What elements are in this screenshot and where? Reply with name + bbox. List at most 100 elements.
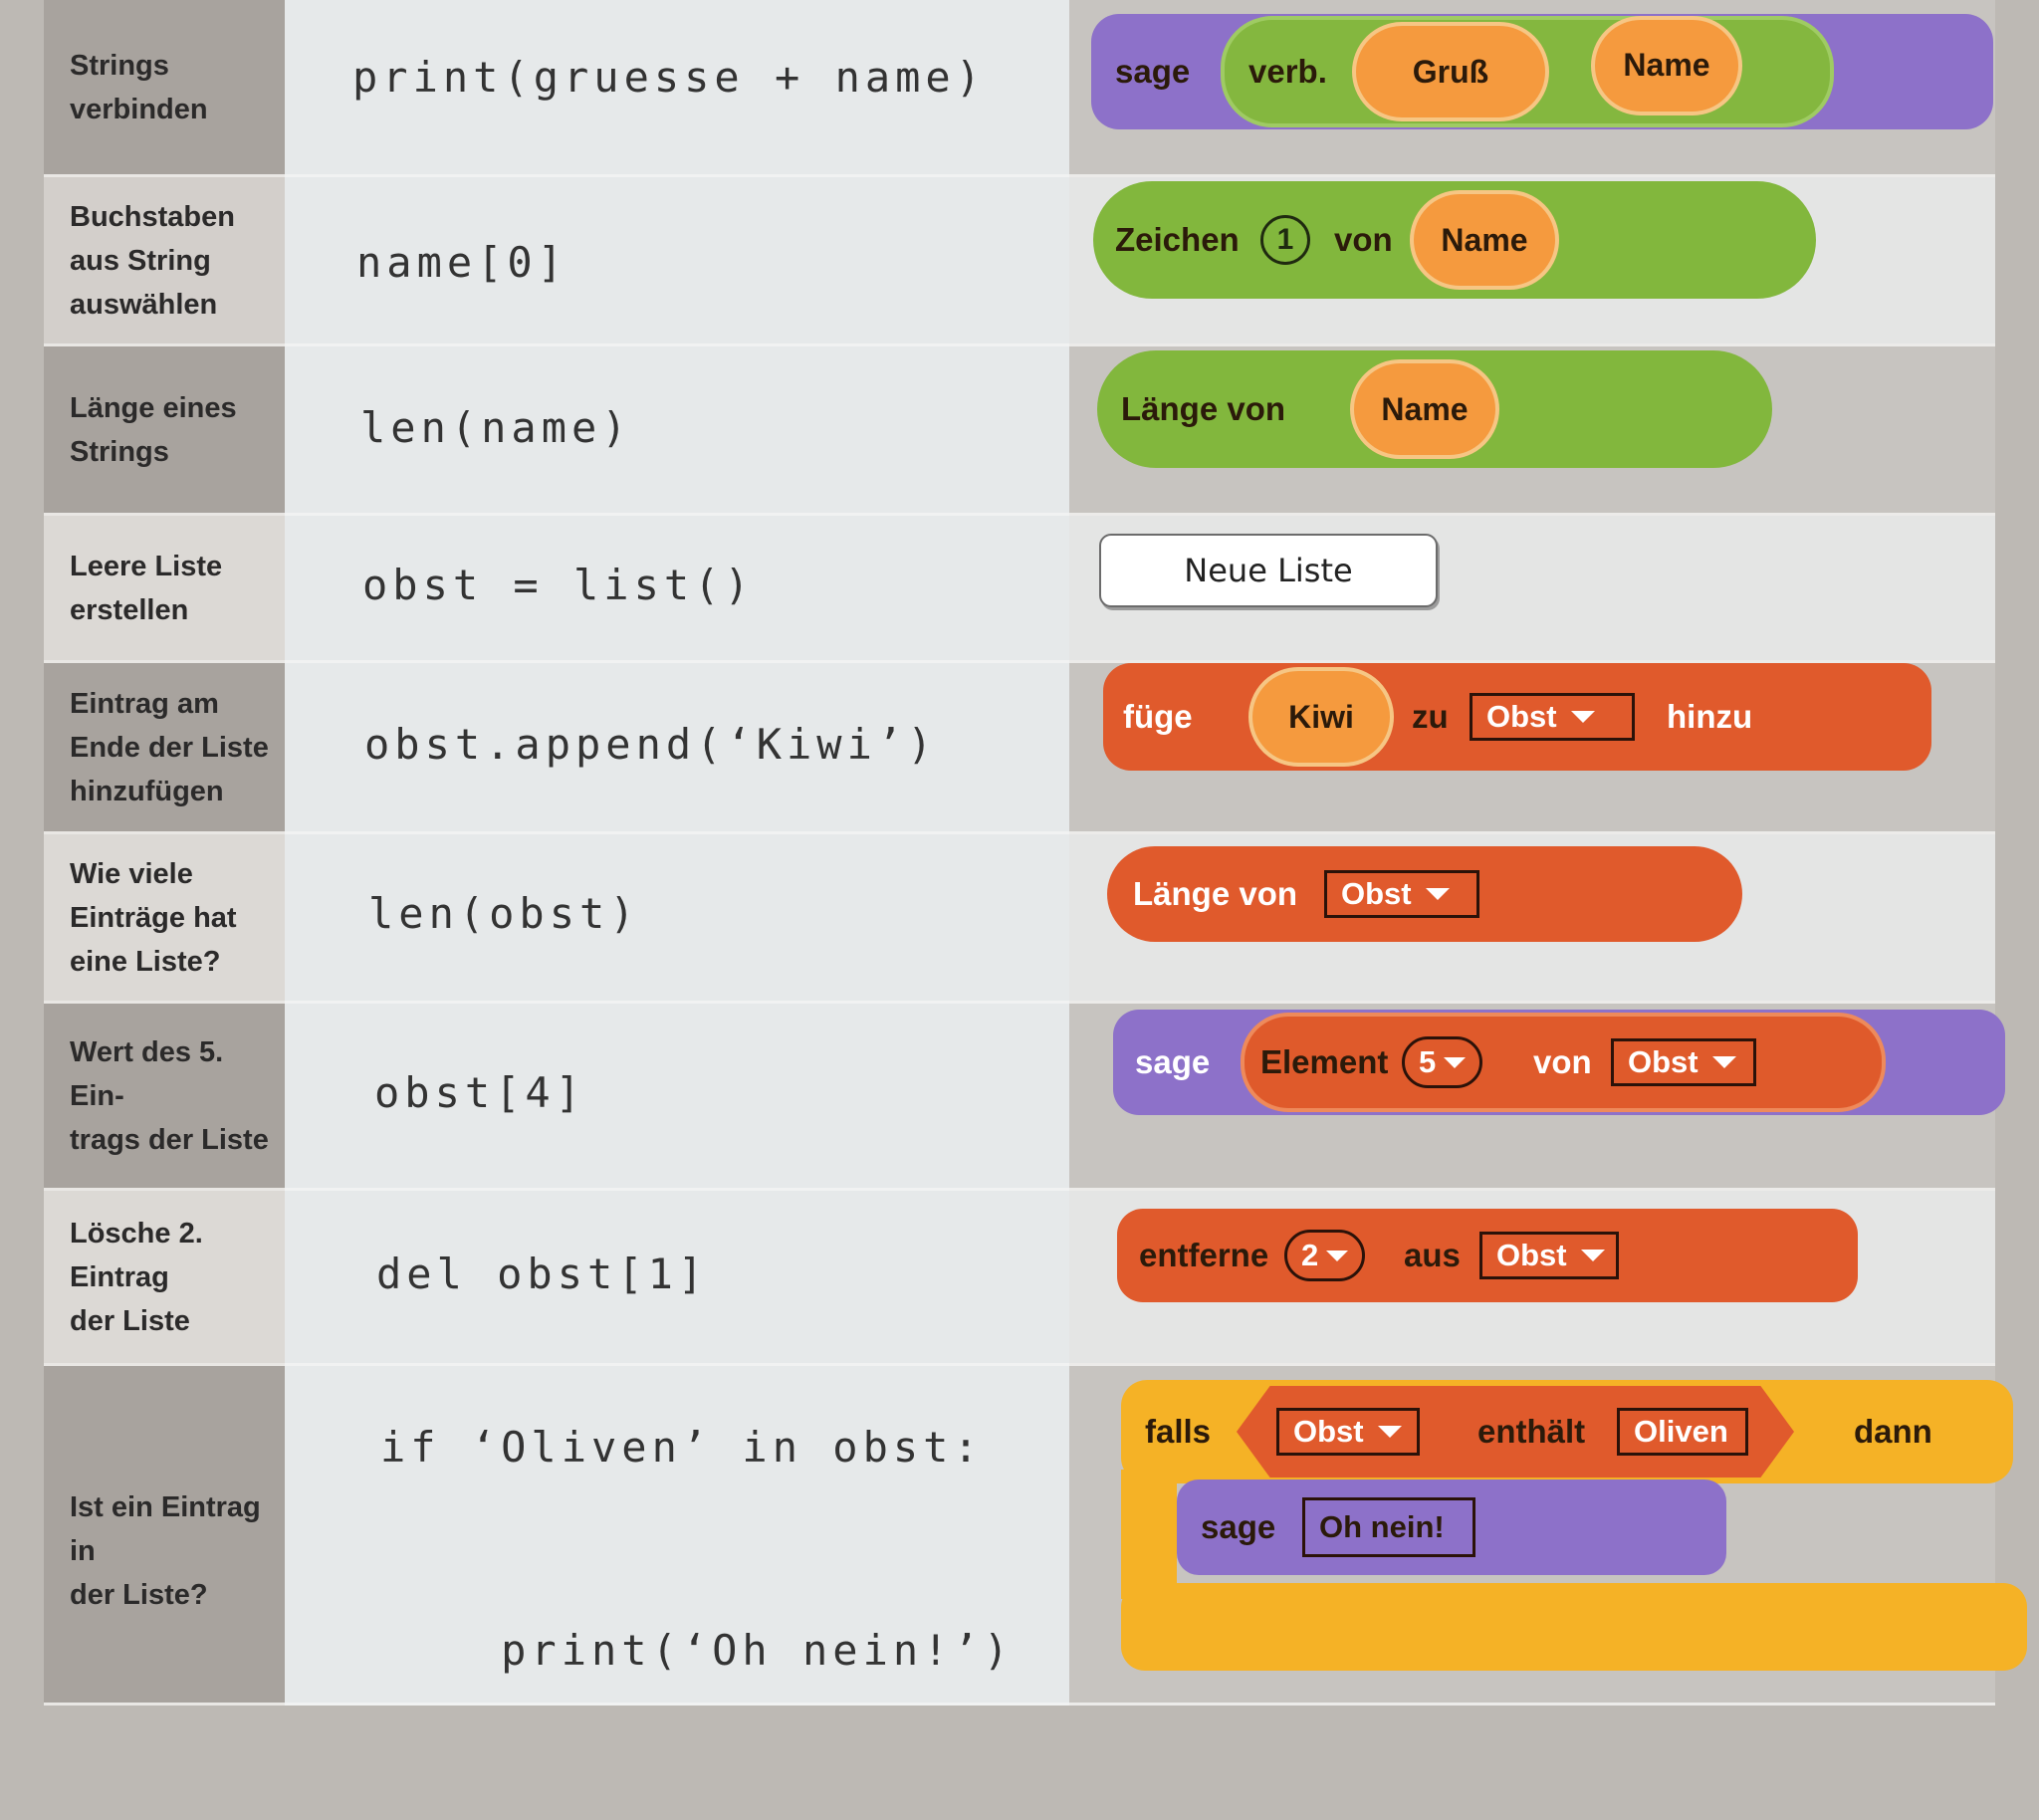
join-block[interactable]: verb. Gruß Name	[1221, 15, 1834, 127]
python-code: obst.append(‘Kiwi’)	[364, 720, 938, 769]
index-dropdown[interactable]: 5	[1402, 1036, 1483, 1088]
python-cell: obst = list()	[285, 516, 1069, 663]
length-of-block[interactable]: Länge von Name	[1097, 350, 1772, 468]
item-input[interactable]: Kiwi	[1248, 667, 1394, 767]
scratch-cell: Zeichen 1 von Name	[1069, 177, 1995, 346]
python-code: obst[4]	[374, 1068, 586, 1117]
python-cell: len(name)	[285, 346, 1069, 516]
if-label: falls	[1145, 1413, 1212, 1450]
scratch-cell: füge Kiwi zu Obst hinzu	[1069, 663, 1995, 834]
python-code: print(gruesse + name)	[352, 53, 987, 102]
scratch-cell: Neue Liste	[1069, 516, 1995, 663]
say-label: sage	[1201, 1508, 1276, 1545]
python-code: name[0]	[356, 238, 568, 287]
of-label: von	[1334, 221, 1393, 258]
if-footer	[1121, 1583, 2027, 1671]
python-cell: len(obst)	[285, 834, 1069, 1004]
contains-block[interactable]: Obst enthält Oliven	[1237, 1386, 1794, 1478]
scratch-cell: Länge von Name	[1069, 346, 1995, 516]
description-cell: Wert des 5. Ein-trags der Liste	[44, 1004, 285, 1191]
say-block[interactable]: sage Element 5 von Obst	[1113, 1010, 2005, 1115]
say-label: sage	[1135, 1043, 1211, 1080]
dropdown-arrow-icon	[1711, 1056, 1736, 1068]
index-dropdown[interactable]: 2	[1284, 1230, 1366, 1281]
python-cell: name[0]	[285, 177, 1069, 346]
row-label: Wert des 5. Ein-trags der Liste	[70, 1035, 269, 1156]
scratch-cell: sage verb. Gruß Name	[1069, 0, 1995, 177]
say-label: sage	[1115, 53, 1191, 90]
length-label: Länge von	[1121, 390, 1286, 427]
add-label: füge	[1123, 698, 1193, 735]
name-reporter[interactable]: Name	[1410, 190, 1559, 290]
item-label: Element	[1260, 1043, 1389, 1080]
join-label: verb.	[1248, 53, 1327, 90]
python-cell: obst.append(‘Kiwi’)	[285, 663, 1069, 834]
table-row: Wert des 5. Ein-trags der Liste obst[4] …	[44, 1004, 2005, 1191]
python-cell: if ‘Oliven’ in obst: print(‘Oh nein!’)	[285, 1366, 1069, 1706]
length-label: Länge von	[1133, 875, 1298, 912]
add-to-list-block[interactable]: füge Kiwi zu Obst hinzu	[1103, 663, 1931, 771]
letter-of-block[interactable]: Zeichen 1 von Name	[1093, 181, 1816, 299]
name-reporter[interactable]: Name	[1350, 359, 1499, 459]
list-dropdown[interactable]: Obst	[1611, 1038, 1756, 1086]
contains-label: enthält	[1477, 1413, 1586, 1450]
item-of-block[interactable]: Element 5 von Obst	[1241, 1013, 1886, 1112]
python-code: len(obst)	[368, 889, 640, 938]
name-reporter[interactable]: Name	[1591, 15, 1742, 115]
scratch-cell: sage Element 5 von Obst	[1069, 1004, 2005, 1191]
if-block[interactable]: falls Obst enthält Oliven dann sage	[1121, 1380, 2027, 1671]
python-code: del obst[1]	[376, 1250, 709, 1298]
then-label: dann	[1854, 1413, 1932, 1450]
list-dropdown[interactable]: Obst	[1276, 1408, 1420, 1456]
value-input[interactable]: Oliven	[1617, 1408, 1748, 1456]
scratch-cell: falls Obst enthält Oliven dann sage	[1069, 1366, 2027, 1706]
python-cell: print(gruesse + name)	[285, 0, 1069, 177]
scratch-cell: Länge von Obst	[1069, 834, 1995, 1004]
list-dropdown[interactable]: Obst	[1479, 1232, 1619, 1279]
python-code: len(name)	[360, 403, 632, 452]
python-code: obst = list()	[362, 561, 755, 609]
delete-from-list-block[interactable]: entferne 2 aus Obst	[1117, 1209, 1858, 1302]
if-header: falls Obst enthält Oliven dann	[1121, 1380, 2013, 1483]
new-list-button[interactable]: Neue Liste	[1099, 534, 1438, 607]
list-length-block[interactable]: Länge von Obst	[1107, 846, 1742, 942]
message-input[interactable]: Oh nein!	[1302, 1497, 1475, 1557]
dropdown-arrow-icon	[1570, 711, 1595, 723]
from-label: aus	[1404, 1237, 1461, 1273]
say-block[interactable]: sage Oh nein!	[1177, 1479, 1726, 1575]
say-block[interactable]: sage verb. Gruß Name	[1091, 14, 1993, 129]
delete-label: entferne	[1139, 1237, 1269, 1273]
list-dropdown[interactable]: Obst	[1470, 693, 1635, 741]
index-input[interactable]: 1	[1260, 215, 1310, 265]
of-label: von	[1533, 1043, 1592, 1080]
end-label: hinzu	[1667, 698, 1753, 735]
list-dropdown[interactable]: Obst	[1324, 870, 1479, 918]
to-label: zu	[1412, 698, 1449, 735]
python-code: if ‘Oliven’ in obst: print(‘Oh nein!’)	[380, 1423, 1015, 1675]
greeting-reporter[interactable]: Gruß	[1352, 22, 1549, 121]
python-cell: obst[4]	[285, 1004, 1069, 1191]
letter-label: Zeichen	[1115, 221, 1240, 258]
python-cell: del obst[1]	[285, 1191, 1069, 1366]
dropdown-arrow-icon	[1444, 1056, 1467, 1068]
